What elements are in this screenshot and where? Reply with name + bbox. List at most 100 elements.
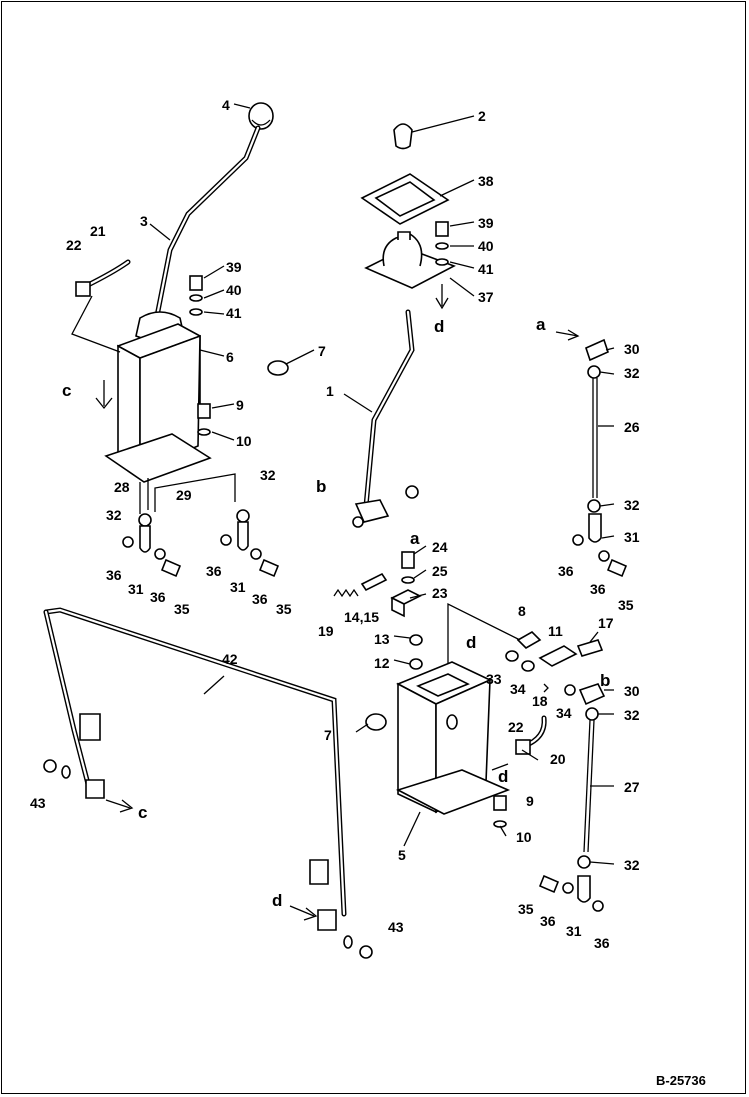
bolt-part-38-center (435, 221, 449, 237)
lever-rod-part-3 (154, 125, 261, 319)
label-part-36: 37 (478, 289, 494, 305)
frame-rod-part-41 (43, 607, 347, 917)
label-part-12: 12 (374, 655, 390, 671)
ref-d-boot: d (434, 317, 444, 336)
frame-bracket-lower-right (317, 909, 337, 931)
label-part-17: 18 (532, 693, 548, 709)
nut-part-31-e (585, 707, 599, 721)
label-part-35-b: 36 (150, 589, 166, 605)
label-part-18: 19 (318, 623, 334, 639)
rod-end-part-30-d (577, 875, 591, 903)
label-part-30-c: 31 (624, 529, 640, 545)
rod-part-26 (583, 719, 591, 853)
label-part-40-left: 41 (226, 305, 242, 321)
pin-part-16 (576, 639, 604, 657)
ref-b-lever: b (316, 477, 326, 496)
nut-part-35-h (592, 900, 604, 912)
label-part-13: 13 (374, 631, 390, 647)
joint-part-29-lower (578, 683, 606, 706)
washer-part-33-b (564, 684, 576, 696)
label-part-21-center: 22 (508, 719, 524, 735)
bolt-part-34-a (160, 558, 182, 578)
washer-part-39-left (189, 294, 203, 302)
label-part-9-left: 9 (236, 397, 244, 413)
label-part-29-top: 30 (624, 341, 640, 357)
label-part-35-f: 36 (590, 581, 606, 597)
nut-part-35-a (122, 536, 134, 548)
bolt-part-23 (401, 551, 415, 569)
label-part-35-e: 36 (558, 563, 574, 579)
left-lever-assembly (71, 102, 289, 578)
label-part-6: 6 (226, 349, 234, 365)
part-number-labels: 4 2 3 21 22 38 39 40 41 37 39 40 41 6 7 … (30, 97, 640, 951)
bracket-part-11 (538, 645, 578, 667)
label-part-7-side: 7 (324, 727, 332, 743)
ref-a-top: a (536, 315, 546, 334)
nut-part-35-e (572, 534, 584, 546)
bolt-part-34-d (538, 874, 560, 894)
cap-part-7-side (365, 713, 387, 731)
knob-part-2 (393, 123, 413, 150)
washer-part-39-center (435, 242, 449, 250)
label-part-5: 5 (398, 847, 406, 863)
spring-part-18 (333, 588, 359, 598)
frame-bracket-upper-left (79, 713, 101, 741)
label-part-37: 38 (478, 173, 494, 189)
label-part-22: 23 (432, 585, 448, 601)
base-plate-left (104, 433, 212, 483)
label-part-34-a: 35 (174, 601, 190, 617)
label-part-4: 4 (222, 97, 230, 113)
lever-rod-part-1 (363, 309, 415, 509)
cap-part-7-top (267, 360, 289, 376)
ref-d-box: d (466, 633, 476, 652)
label-part-9-center: 9 (526, 793, 534, 809)
washer-part-35-g (562, 882, 574, 894)
label-part-31-f: 32 (624, 857, 640, 873)
nut-part-31-b (236, 509, 250, 523)
nut-center-a (405, 485, 419, 499)
ref-d-frame: d (272, 891, 282, 910)
label-part-42-right: 43 (388, 919, 404, 935)
bolt-part-34-c (606, 558, 628, 578)
washer-part-33-a (521, 660, 535, 672)
bolt-part-9-center (493, 795, 507, 811)
nut-part-31-a (138, 513, 152, 527)
label-part-29-lower: 30 (624, 683, 640, 699)
plate-part-8 (516, 631, 542, 649)
label-part-10-center: 10 (516, 829, 532, 845)
label-part-40-center: 41 (478, 261, 494, 277)
label-part-31-b: 32 (260, 467, 276, 483)
ref-a-center: a (410, 529, 420, 548)
washer-part-35-f (598, 550, 610, 562)
yoke-center (354, 499, 390, 523)
right-linkage (505, 338, 628, 912)
label-part-23: 24 (432, 539, 448, 555)
label-part-20: 21 (90, 223, 106, 239)
label-part-33-a: 34 (510, 681, 526, 697)
ref-b-right: b (600, 671, 610, 690)
label-part-28: 29 (176, 487, 192, 503)
nut-part-31-f (577, 855, 591, 869)
bolt-part-34-b (258, 558, 280, 578)
label-part-31-c: 32 (624, 365, 640, 381)
label-part-34-d: 35 (518, 901, 534, 917)
rod-end-part-30-c (588, 513, 602, 543)
joint-part-29-top (585, 338, 609, 362)
label-part-19: 20 (550, 751, 566, 767)
label-part-31-d: 32 (624, 497, 640, 513)
washer-part-12 (409, 658, 423, 670)
washer-part-43-left (61, 765, 71, 779)
label-part-38-center: 39 (478, 215, 494, 231)
washer-part-10-left (197, 428, 211, 436)
washer-part-43-right (343, 935, 353, 949)
label-part-35-a: 36 (106, 567, 122, 583)
label-part-41: 42 (222, 651, 238, 667)
label-part-35-g: 36 (540, 913, 556, 929)
drawing-code: B-25736 (656, 1073, 706, 1088)
label-part-11: 11 (548, 623, 563, 639)
label-part-14-15: 14,15 (344, 609, 379, 625)
label-part-21-left: 22 (66, 237, 82, 253)
pin-part-14-15 (360, 572, 388, 592)
label-part-7-top: 7 (318, 343, 326, 359)
label-part-25: 26 (624, 419, 640, 435)
